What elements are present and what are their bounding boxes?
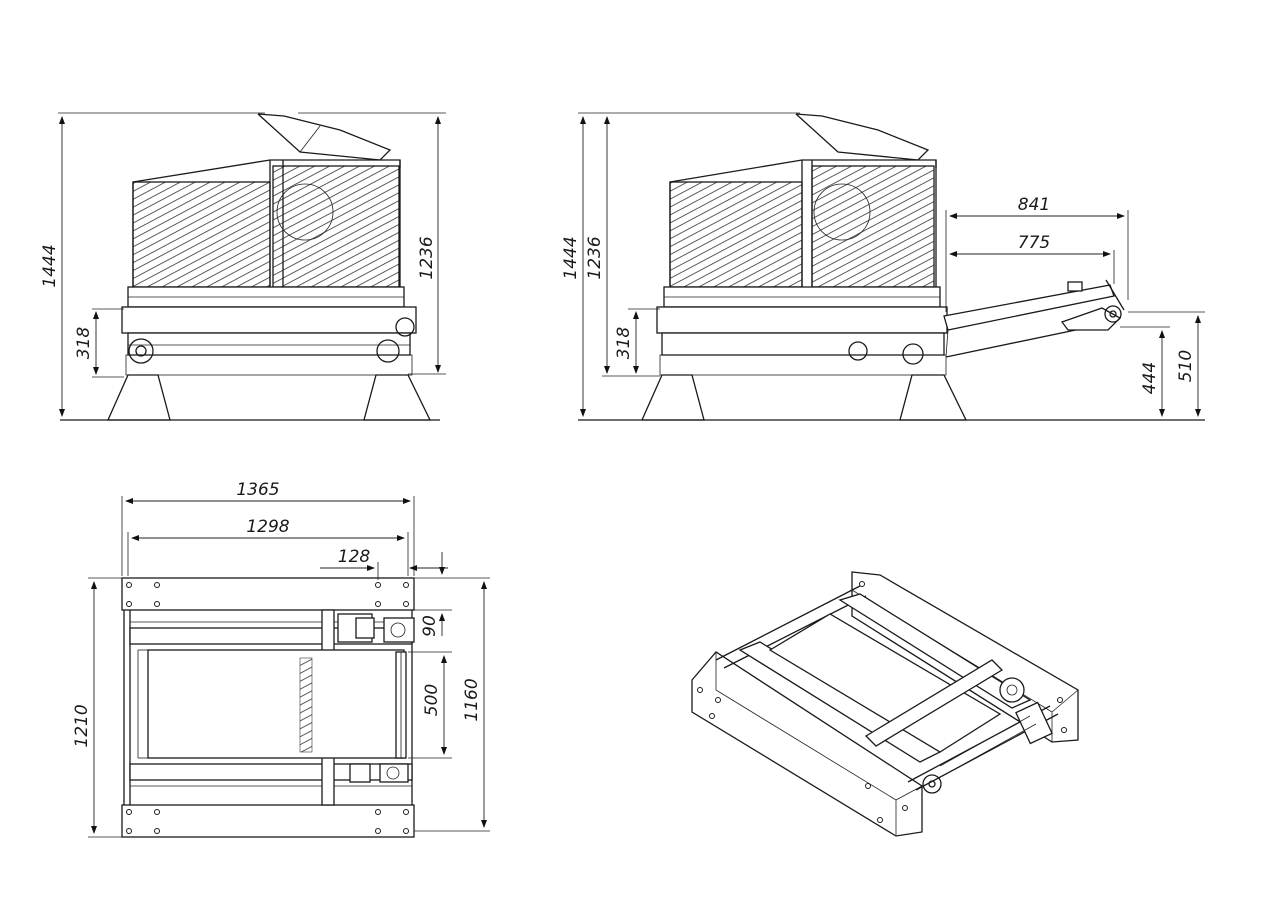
side-view: 1444 1236 318 841 775 444 510: [561, 112, 1205, 421]
front-overall-height: 1444: [40, 244, 60, 287]
side-base-height: 318: [614, 327, 634, 360]
side-frame-height: 1236: [585, 236, 605, 279]
top-belt-width: 500: [422, 684, 442, 716]
front-foot-right: [363, 374, 432, 421]
front-base-height: 318: [74, 327, 94, 360]
front-cage-left: [132, 181, 271, 288]
front-foot-left: [106, 374, 171, 421]
side-discharge-high: 510: [1176, 350, 1196, 382]
front-lid: [257, 113, 392, 161]
front-motor: [376, 339, 400, 363]
side-discharge-conveyor: [943, 284, 1115, 331]
iso-motor: [999, 677, 1025, 703]
iso-cross-tube: [864, 659, 1004, 747]
top-inner-width: 1298: [246, 517, 289, 537]
front-frame-height: 1236: [417, 236, 437, 279]
top-belt-mesh: [299, 657, 313, 753]
isometric-view: [691, 571, 1079, 837]
top-motor-offset: 128: [338, 547, 371, 567]
top-overall-width: 1365: [236, 480, 279, 500]
side-cage-hub: [813, 183, 871, 241]
front-cage-hub: [276, 183, 334, 241]
side-lid: [795, 113, 930, 161]
top-end-rail-top: [121, 577, 415, 611]
side-base-beam: [656, 306, 948, 334]
side-conveyor-reach-inner: 775: [1018, 233, 1050, 253]
side-foot-right: [899, 374, 968, 421]
side-conveyor-reach-outer: 841: [1018, 195, 1050, 215]
front-view: 1444 1236 318: [40, 112, 446, 421]
side-cage-right: [811, 165, 935, 288]
top-end-rail: 90: [420, 615, 440, 637]
top-belt: [147, 649, 405, 759]
side-cage-left: [669, 181, 803, 288]
top-end-rail-bottom: [121, 804, 415, 838]
front-base-beam: [121, 306, 417, 334]
top-view: 1365 1298 128 90 500 1160 1210: [72, 480, 490, 838]
top-inner-depth: 1160: [462, 678, 482, 721]
front-wheel-left: [128, 338, 154, 364]
top-overall-depth: 1210: [72, 704, 92, 747]
side-foot-left: [640, 374, 705, 421]
front-cage-right: [272, 165, 400, 288]
side-discharge-low: 444: [1140, 362, 1160, 394]
side-overall-height: 1444: [561, 236, 581, 279]
iso-belt: [768, 613, 1002, 753]
